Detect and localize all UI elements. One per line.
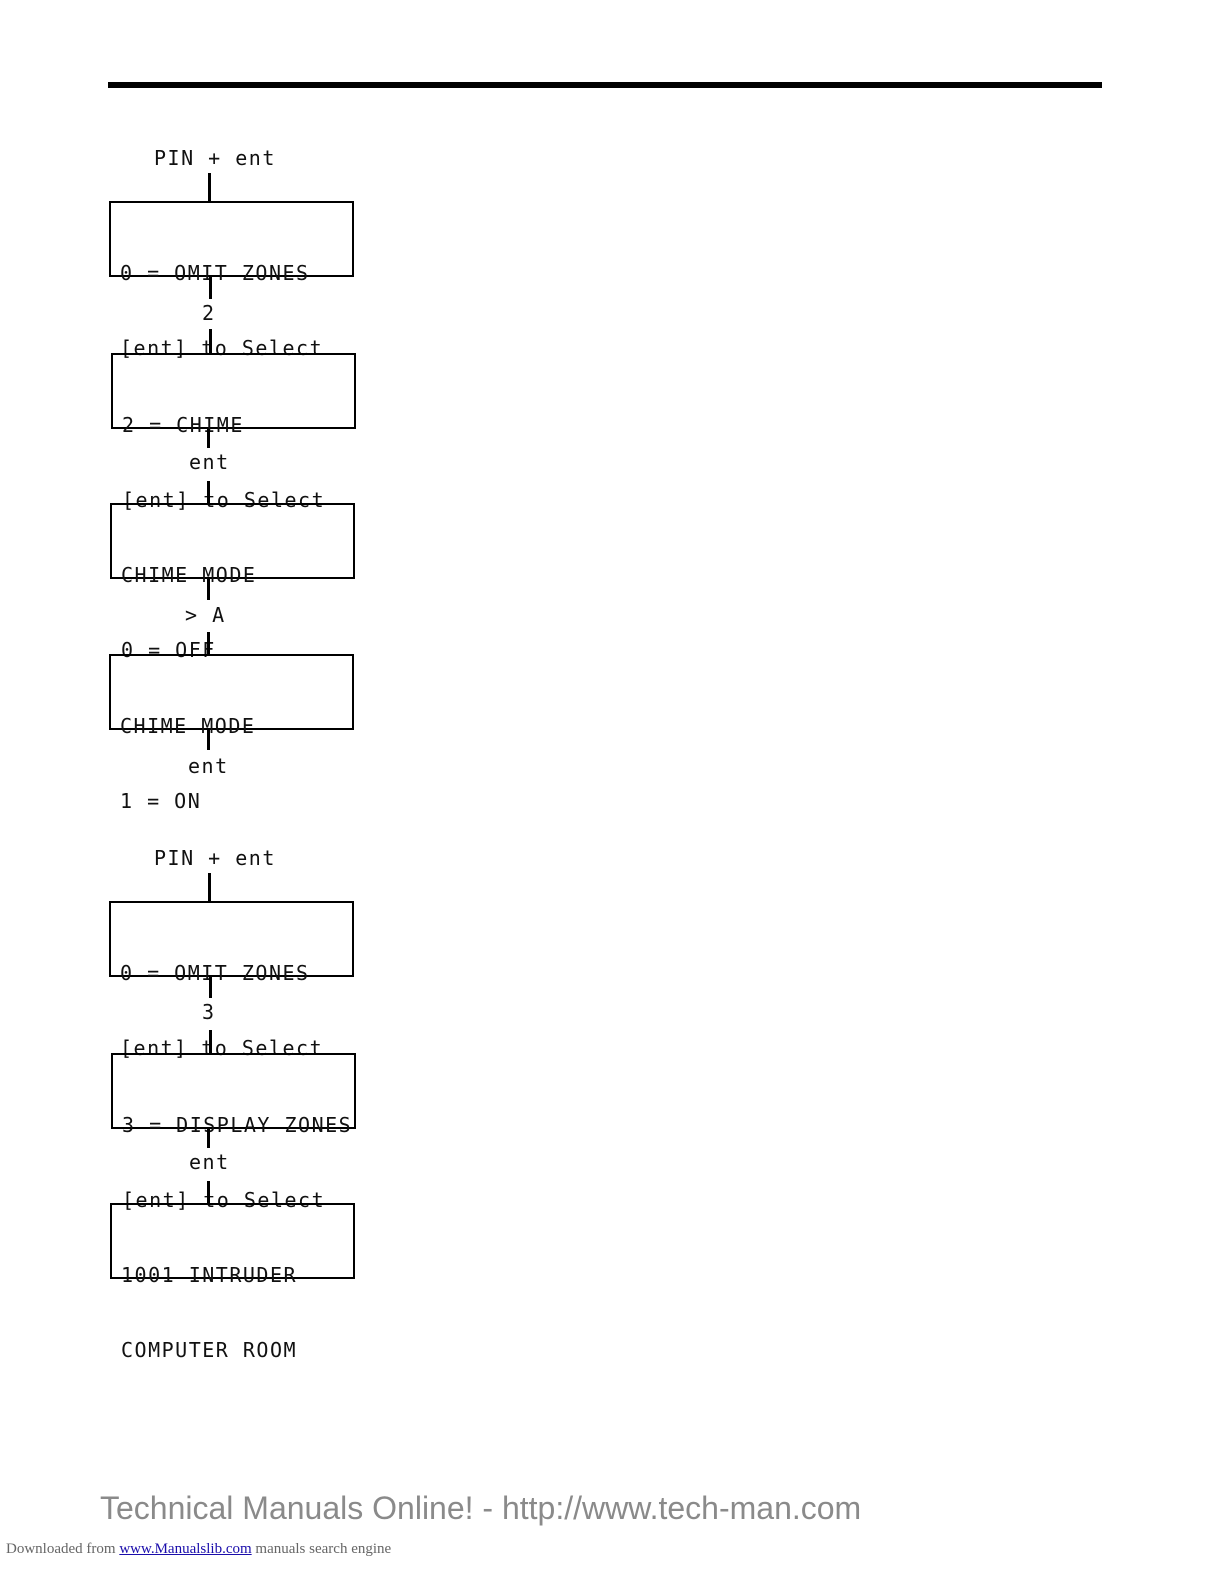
lcd-line-1: 0 = OMIT ZONES — [120, 961, 310, 985]
connector — [207, 632, 210, 654]
lcd-display: 0 = OMIT ZONES [ent] to Select — [109, 201, 354, 360]
connector — [207, 1181, 210, 1203]
start-label: PIN + ent — [154, 146, 276, 170]
connector — [207, 481, 210, 503]
lcd-display: 0 = OMIT ZONES [ent] to Select — [109, 901, 354, 1060]
watermark-text: Technical Manuals Online! - http://www.t… — [100, 1490, 862, 1526]
key-label: 2 — [202, 301, 216, 325]
download-footer: Downloaded from www.Manualslib.com manua… — [6, 1541, 391, 1558]
key-label: > A — [185, 603, 226, 627]
connector — [209, 977, 212, 998]
connector — [207, 579, 210, 600]
footer-suffix: manuals search engine — [255, 1541, 392, 1557]
connector — [209, 1030, 212, 1053]
lcd-line-1: CHIME MODE — [121, 563, 257, 587]
connector — [208, 873, 211, 901]
key-label: ent — [189, 450, 230, 474]
footer-prefix: Downloaded from — [6, 1541, 116, 1557]
lcd-line-2: COMPUTER ROOM — [121, 1338, 298, 1362]
top-rule — [108, 82, 1102, 88]
key-label: ent — [189, 1150, 230, 1174]
connector — [209, 329, 212, 353]
lcd-line-2: [ent] to Select — [120, 336, 324, 360]
connector — [207, 1129, 210, 1148]
key-label: ent — [188, 754, 229, 778]
lcd-line-1: CHIME MODE — [120, 714, 256, 738]
start-label: PIN + ent — [154, 846, 276, 870]
lcd-line-2: [ent] to Select — [120, 1036, 324, 1060]
lcd-line-2: 1 = ON — [120, 789, 202, 813]
lcd-line-1: 0 = OMIT ZONES — [120, 261, 310, 285]
lcd-display: CHIME MODE 1 = ON — [109, 654, 354, 813]
lcd-line-1: 3 = DISPLAY ZONES — [122, 1113, 353, 1137]
lcd-line-1: 1001 INTRUDER — [121, 1263, 298, 1287]
lcd-display: CHIME MODE 0 = OFF — [110, 503, 355, 662]
lcd-display: 2 = CHIME [ent] to Select — [111, 353, 356, 512]
connector — [208, 173, 211, 201]
lcd-display: 3 = DISPLAY ZONES [ent] to Select — [111, 1053, 356, 1212]
lcd-line-1: 2 = CHIME — [122, 413, 244, 437]
key-label: 3 — [202, 1000, 216, 1024]
connector — [209, 277, 212, 299]
manualslib-link[interactable]: www.Manualslib.com — [119, 1541, 252, 1557]
connector — [207, 429, 210, 448]
connector — [207, 730, 210, 750]
lcd-display: 1001 INTRUDER COMPUTER ROOM — [110, 1203, 355, 1362]
